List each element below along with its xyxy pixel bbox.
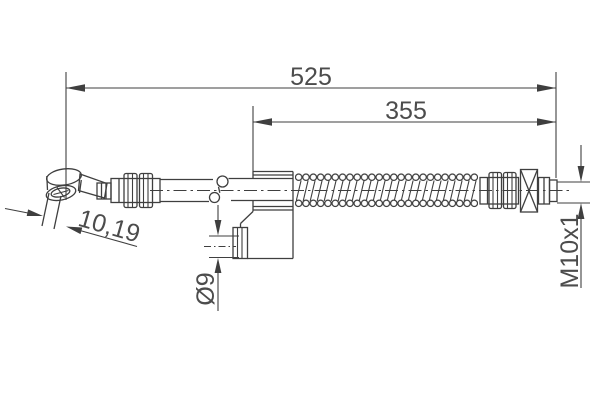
dimension-overall-length: 525: [65, 63, 557, 200]
mounting-bracket: [232, 170, 294, 260]
crimp-sleeve-right: [479, 171, 520, 210]
dim-525-label: 525: [290, 63, 332, 91]
union-nut: [519, 168, 539, 213]
crimp-sleeve-left: [110, 172, 161, 209]
hose-neck: [77, 173, 112, 200]
dimension-thread: M10x1: [556, 145, 590, 289]
thread-end: [537, 176, 558, 205]
dimension-banjo-width: 10,19: [4, 204, 143, 248]
hose-break-symbol: [208, 175, 229, 204]
dimension-free-length: 355: [252, 97, 556, 172]
hose: [160, 177, 293, 203]
spring-guard: [295, 173, 478, 208]
dim-1019-label: 10,19: [75, 204, 143, 248]
dim-m10x1-label: M10x1: [556, 213, 584, 288]
dim-355-label: 355: [385, 97, 427, 125]
dim-dia9-label: Ø9: [192, 272, 220, 305]
dimension-bracket-hole: Ø9: [192, 205, 239, 311]
banjo-fitting: [41, 168, 83, 230]
